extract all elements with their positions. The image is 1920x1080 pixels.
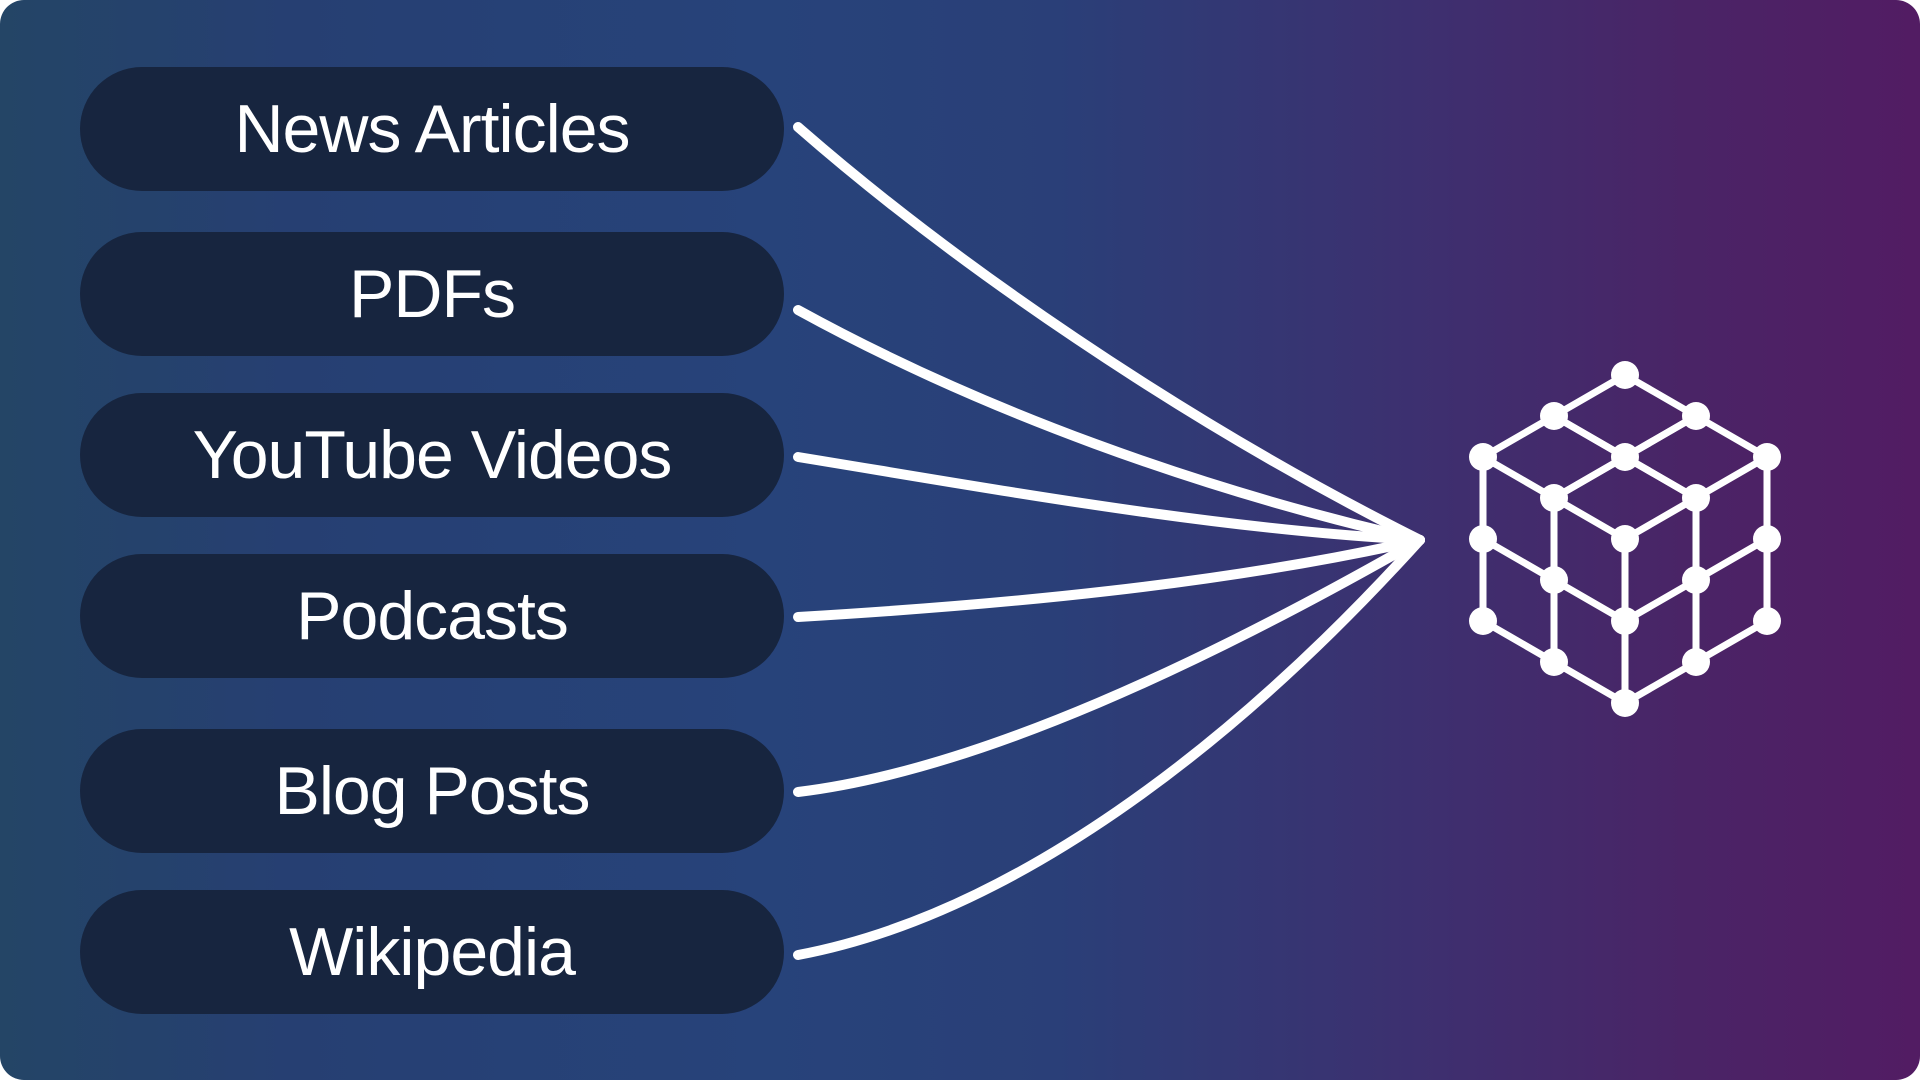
source-pill-podcasts: Podcasts (80, 554, 784, 678)
connector-line-youtube-videos (793, 452, 1425, 545)
source-pill-wikipedia: Wikipedia (80, 890, 784, 1014)
connector-line-wikipedia (793, 535, 1425, 960)
source-pill-news-articles: News Articles (80, 67, 784, 191)
source-label: Wikipedia (289, 914, 576, 990)
source-label: Blog Posts (274, 753, 590, 829)
graph-nodes (1469, 361, 1781, 717)
source-pill-pdfs: PDFs (80, 232, 784, 356)
source-label: YouTube Videos (192, 417, 673, 493)
connector-line-blog-posts (793, 535, 1425, 797)
connector-line-news-articles (793, 122, 1425, 545)
source-label: Podcasts (296, 578, 569, 654)
connector-line-pdfs (793, 305, 1425, 545)
source-label: PDFs (349, 256, 516, 332)
connector-line-podcasts (793, 535, 1425, 622)
source-label: News Articles (234, 91, 630, 167)
source-pill-blog-posts: Blog Posts (80, 729, 784, 853)
knowledge-graph-cube-icon (1479, 371, 1771, 707)
source-pill-youtube-videos: YouTube Videos (80, 393, 784, 517)
